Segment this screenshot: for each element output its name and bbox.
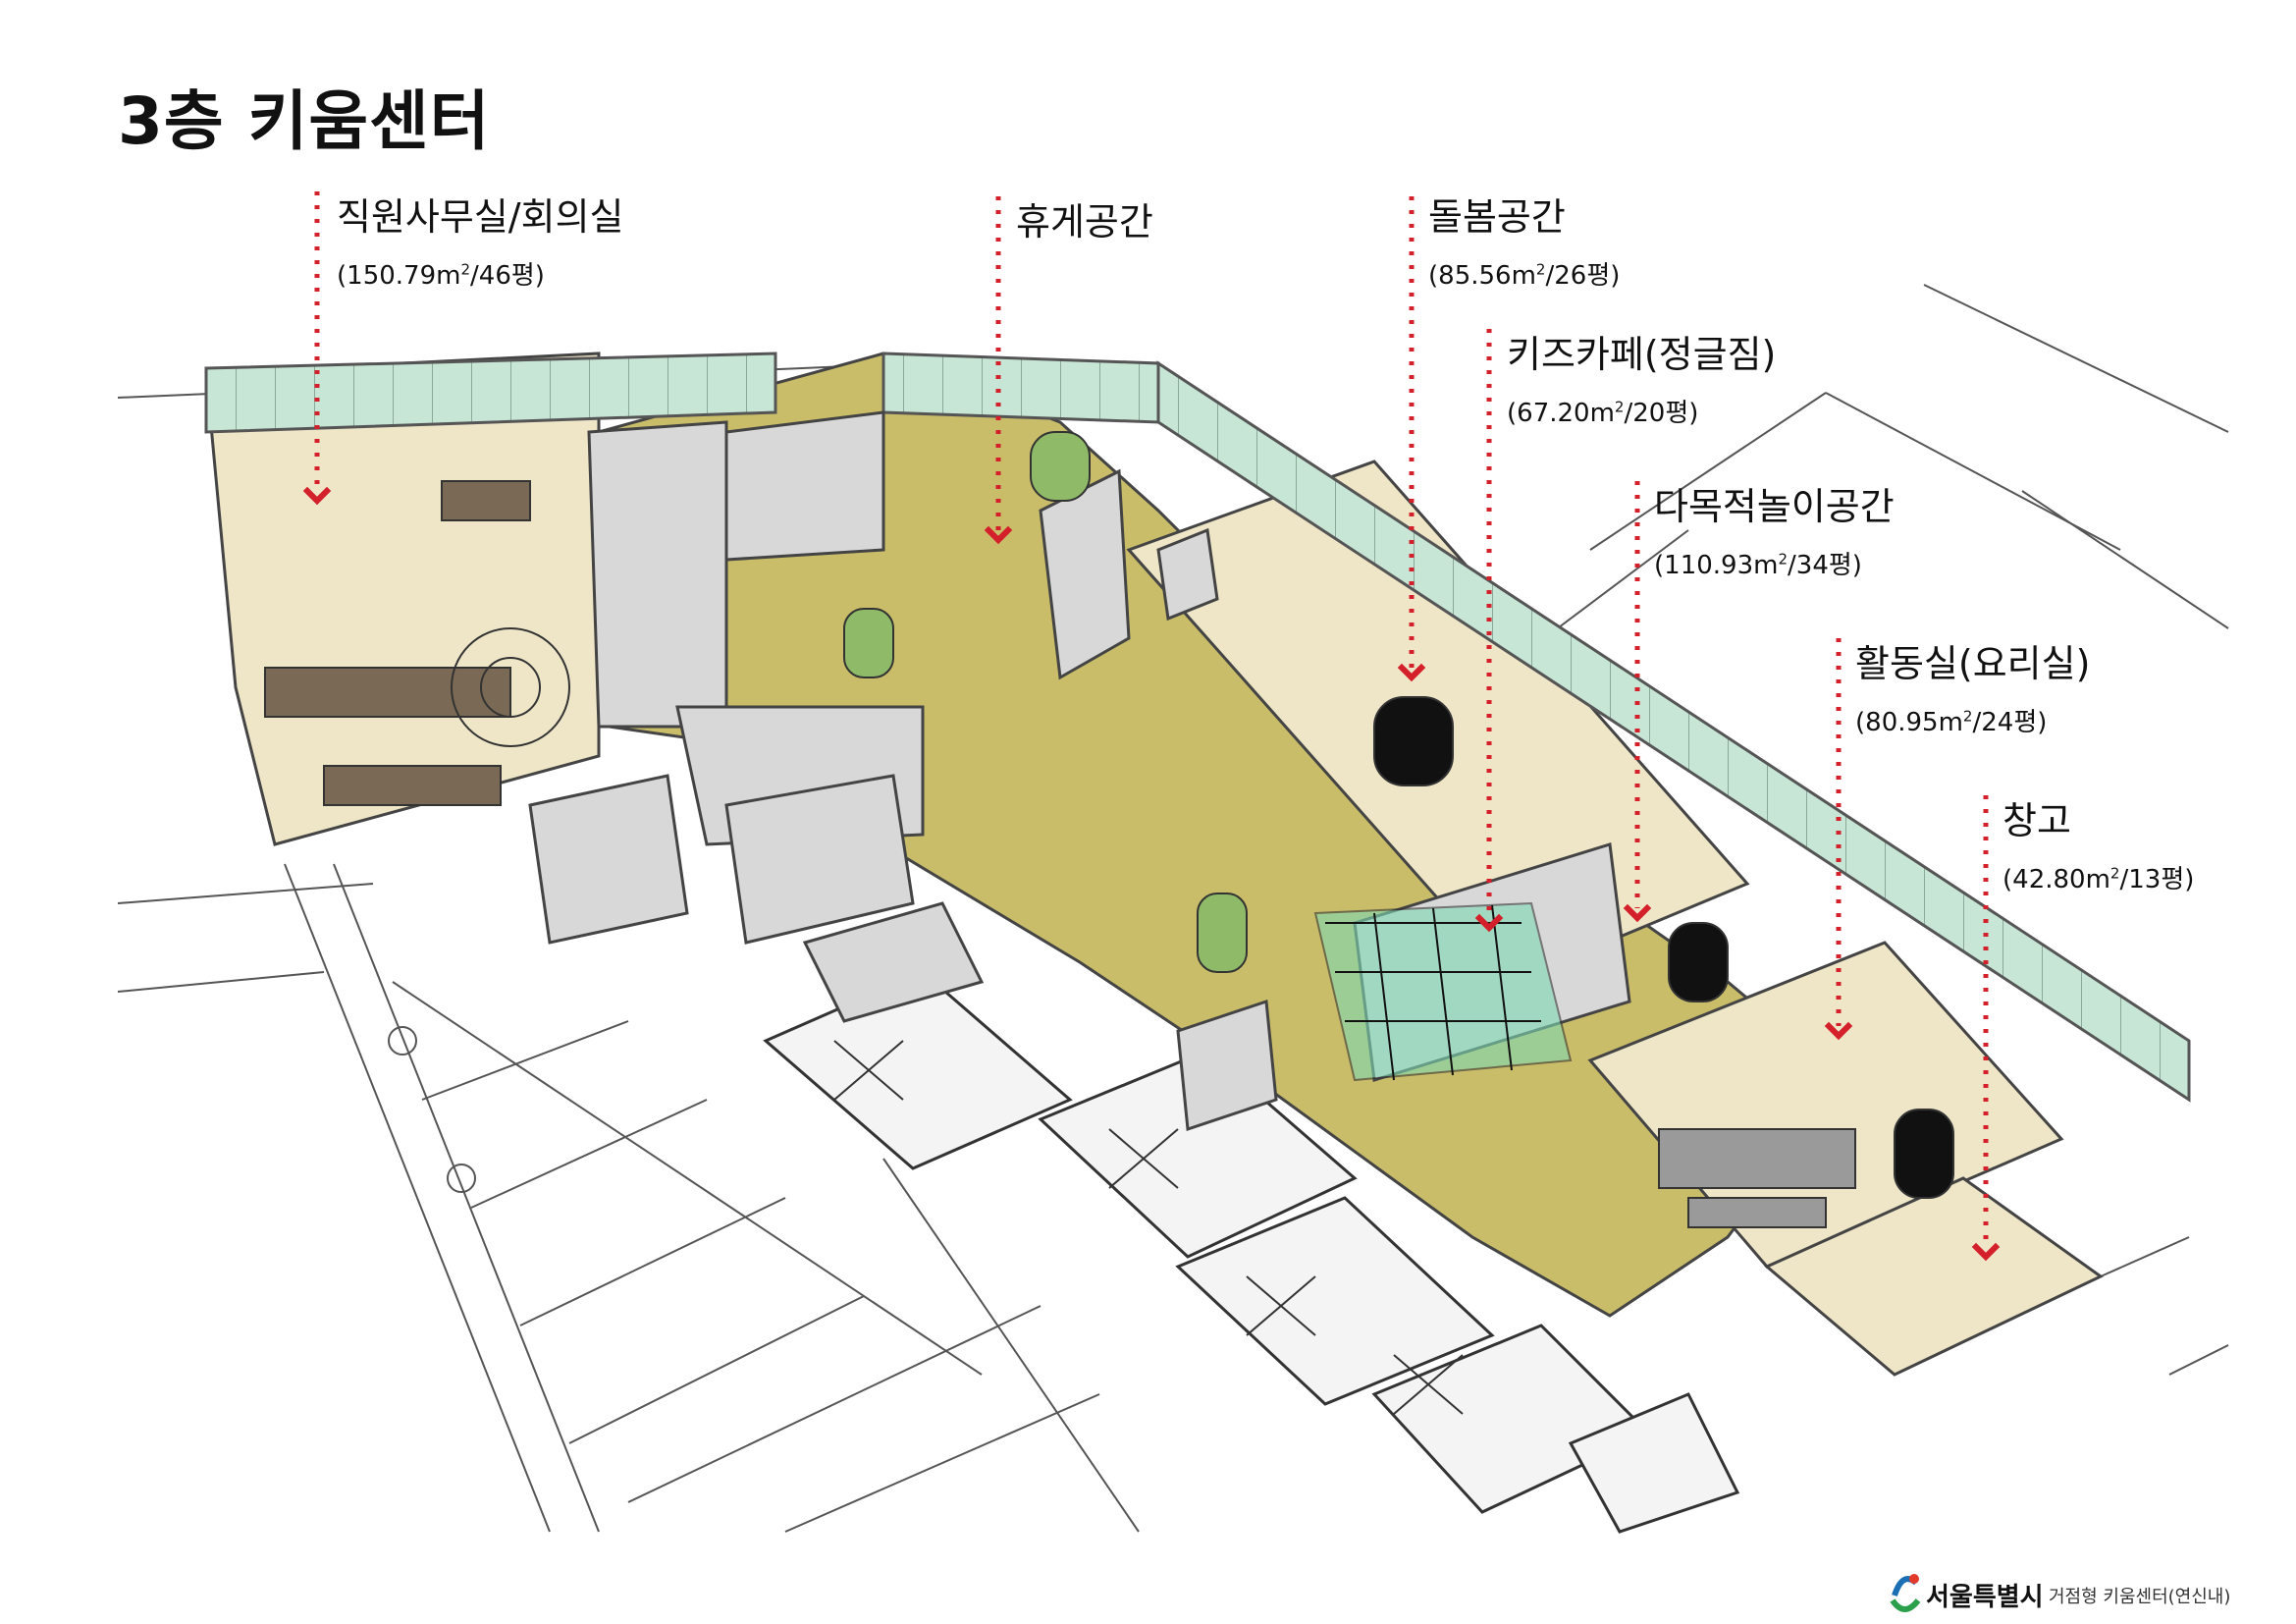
page-title: 3층 키움센터	[118, 83, 491, 159]
room-label-storage: 창고	[2002, 799, 2071, 842]
glass-facade	[204, 352, 2191, 1103]
room-label-activity: 활동실(요리실)	[1855, 642, 2091, 685]
room-label-lounge: 휴게공간	[1016, 200, 1153, 244]
room-area-activity: (80.95m2/24평)	[1855, 707, 2048, 737]
elevator-crosses	[833, 1040, 1464, 1415]
furniture	[264, 431, 1954, 1228]
footer-caption: 거점형 키움센터(연신내)	[2049, 1587, 2231, 1607]
room-label-playspace: 다목적놀이공간	[1654, 485, 1895, 528]
room-label-care: 돌봄공간	[1428, 195, 1566, 239]
storage-floor	[1764, 1176, 2104, 1377]
leader-lines	[314, 191, 1989, 1247]
surrounding-building-lines	[117, 284, 2229, 1533]
room-area-storage: (42.80m2/13평)	[2002, 864, 2195, 894]
room-label-kidscafe: 키즈카페(정글짐)	[1507, 333, 1777, 376]
room-label-office: 직원사무실/회의실	[337, 195, 624, 239]
seoul-logo-icon	[1890, 1574, 1921, 1612]
leader-arrows	[302, 486, 2001, 1262]
room-area-playspace: (110.93m2/34평)	[1654, 550, 1862, 580]
room-area-office: (150.79m2/46평)	[337, 260, 545, 291]
seoul-logo-text: 서울특별시	[1926, 1583, 2044, 1612]
room-area-care: (85.56m2/26평)	[1428, 260, 1621, 291]
room-area-kidscafe: (67.20m2/20평)	[1507, 398, 1699, 428]
